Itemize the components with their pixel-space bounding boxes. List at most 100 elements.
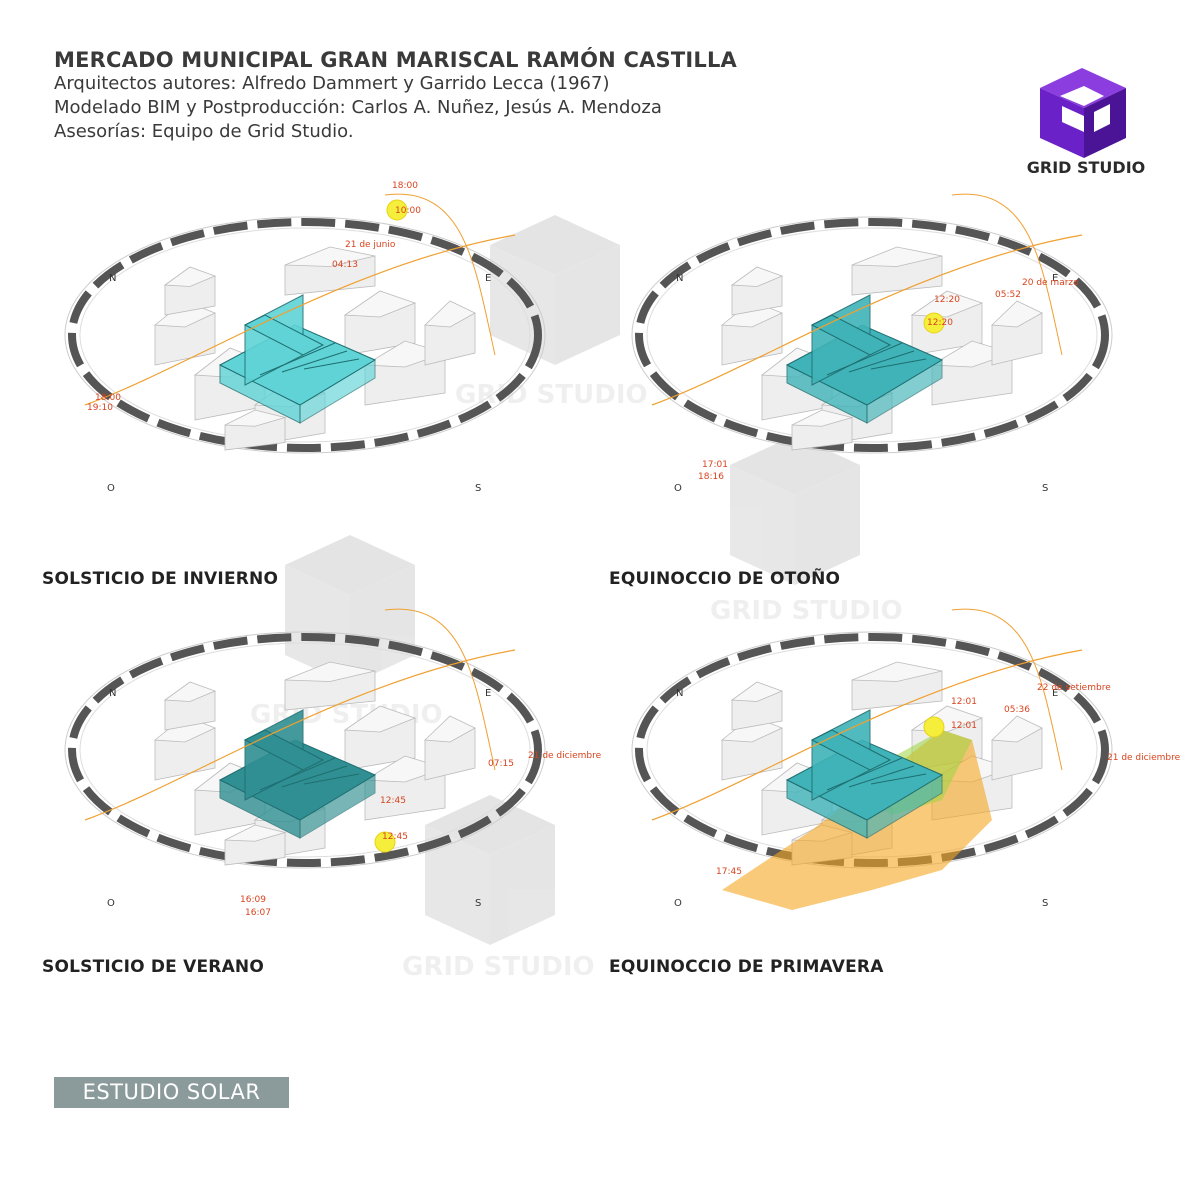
market-roof-line xyxy=(281,350,348,373)
grid-studio-logo xyxy=(1040,68,1126,158)
city-block-roof xyxy=(343,290,417,318)
market-roof-line xyxy=(826,342,903,376)
compass-label-s: S xyxy=(1042,898,1048,909)
caption-summer: SOLSTICIO DE VERANO xyxy=(42,957,265,977)
header: MERCADO MUNICIPAL GRAN MARISCAL RAMÓN CA… xyxy=(54,48,737,144)
city-block-roof xyxy=(730,681,784,702)
authors-line: Arquitectos autores: Alfredo Dammert y G… xyxy=(54,73,610,94)
city-block-roof xyxy=(224,409,287,427)
compass-ring xyxy=(635,218,1109,452)
section-badge: ESTUDIO SOLAR xyxy=(54,1077,289,1108)
logo-text: GRID STUDIO xyxy=(1026,158,1146,177)
date-label: 22 de setiembre xyxy=(1037,683,1111,693)
time-label: 12:20 xyxy=(927,318,953,328)
sun-icon xyxy=(923,716,945,738)
time-label: 18:00 xyxy=(95,393,121,403)
city-block-roof xyxy=(343,705,417,733)
caption-spring: EQUINOCCIO DE PRIMAVERA xyxy=(609,957,884,977)
city-block-roof xyxy=(851,246,943,267)
compass-label-e: E xyxy=(1052,688,1058,699)
time-label: 18:00 xyxy=(392,181,418,191)
date-label-secondary: 21 de diciembre xyxy=(1107,753,1181,763)
market-front xyxy=(299,774,376,839)
watermark-text: GRID STUDIO xyxy=(710,596,903,626)
compass-label-n: N xyxy=(109,273,116,284)
sun-arc xyxy=(384,193,496,356)
compass-ring-outer xyxy=(64,631,546,869)
market-roof-line xyxy=(848,350,915,373)
market-roof-line xyxy=(870,358,927,370)
compass-ring xyxy=(68,218,542,452)
market-tower-top xyxy=(810,729,892,771)
compass-label-o: O xyxy=(674,483,682,494)
compass-ring-inner xyxy=(646,227,1098,443)
market-roof-line xyxy=(826,757,903,791)
time-label: 17:45 xyxy=(716,867,742,877)
sun-arc xyxy=(384,608,496,771)
market-roof-line xyxy=(281,765,348,788)
compass-label-e: E xyxy=(485,273,491,284)
time-label: 12:45 xyxy=(380,796,406,806)
time-label: 19:10 xyxy=(87,403,113,413)
watermark-logo-icon xyxy=(730,435,860,585)
city-block-roof xyxy=(991,300,1043,328)
time-label: 12:20 xyxy=(934,295,960,305)
compass-label-s: S xyxy=(475,898,481,909)
time-label: 16:07 xyxy=(245,908,271,918)
city-block-roof xyxy=(424,300,476,328)
time-label: 18:16 xyxy=(698,472,724,482)
time-label: 05:36 xyxy=(1004,705,1030,715)
watermark-logo-icon xyxy=(285,535,415,685)
time-label: 17:01 xyxy=(702,460,728,470)
city-block-roof xyxy=(284,661,376,682)
compass-label-o: O xyxy=(674,898,682,909)
market-roof-line xyxy=(259,757,336,791)
city-block-roof xyxy=(991,715,1043,743)
city-block-roof xyxy=(851,661,943,682)
date-label: 21 de junio xyxy=(345,240,396,250)
compass-label-e: E xyxy=(1052,273,1058,284)
sun-icon xyxy=(386,199,408,221)
time-label: 12:45 xyxy=(382,832,408,842)
sun-path xyxy=(84,649,516,821)
market-front xyxy=(866,359,943,424)
caption-autumn: EQUINOCCIO DE OTOÑO xyxy=(609,569,841,589)
modeling-line: Modelado BIM y Postproducción: Carlos A.… xyxy=(54,97,662,118)
watermark-logo-icon xyxy=(425,795,555,945)
compass-label-e: E xyxy=(485,688,491,699)
compass-label-o: O xyxy=(107,483,115,494)
date-label: 20 de marzo xyxy=(1022,278,1079,288)
market-tower-top xyxy=(243,314,325,356)
time-label: 05:52 xyxy=(995,290,1021,300)
advisory-line: Asesorías: Equipo de Grid Studio. xyxy=(54,121,354,142)
compass-ring-outer xyxy=(631,216,1113,454)
city-block-roof xyxy=(284,246,376,267)
market-front xyxy=(866,774,943,839)
compass-ring xyxy=(68,633,542,867)
market-roof-line xyxy=(303,773,360,785)
sun-path xyxy=(651,234,1083,406)
compass-ring-inner xyxy=(79,642,531,858)
market-roof-line xyxy=(870,773,927,785)
time-label: 10:00 xyxy=(395,206,421,216)
caption-winter: SOLSTICIO DE INVIERNO xyxy=(42,569,279,589)
time-label: 12:01 xyxy=(951,697,977,707)
time-label: 12:01 xyxy=(951,721,977,731)
time-label: 04:13 xyxy=(332,260,358,270)
market-roof-line xyxy=(259,342,336,376)
sun-arc xyxy=(951,193,1063,356)
city-block-roof xyxy=(791,409,854,427)
sun-path xyxy=(84,234,516,406)
city-block-roof xyxy=(163,266,217,287)
time-label: 16:09 xyxy=(240,895,266,905)
compass-label-o: O xyxy=(107,898,115,909)
city-block-roof xyxy=(730,266,784,287)
city-block-roof xyxy=(424,715,476,743)
market-front xyxy=(299,359,376,424)
